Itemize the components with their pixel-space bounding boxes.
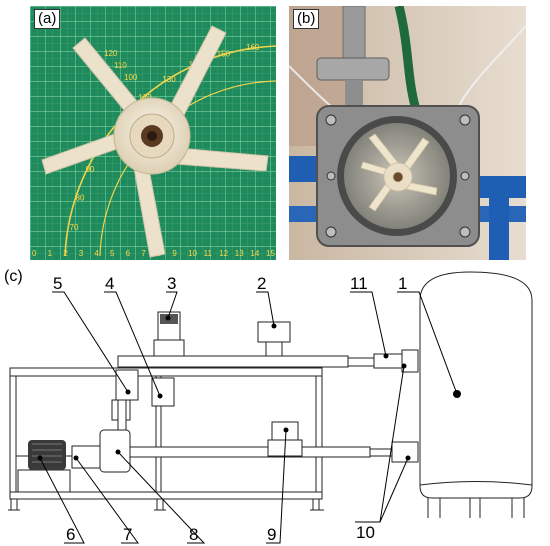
callout-6: 6 xyxy=(66,525,75,544)
ruler-bottom-tick-2: 2 xyxy=(63,249,68,258)
tank xyxy=(419,271,533,499)
motor-base xyxy=(17,469,71,493)
ruler-bottom-tick-4: 4 xyxy=(94,249,99,258)
impeller-photo-drawing: 0123456789101112131415 70809010011012013… xyxy=(30,6,276,260)
callout-4: 4 xyxy=(105,274,114,293)
callout-1: 1 xyxy=(398,274,407,293)
ruler-bottom-tick-9: 9 xyxy=(172,249,177,258)
ruler-bottom-tick-5: 5 xyxy=(110,249,115,258)
green-hose xyxy=(394,6,420,108)
pipe-flange xyxy=(316,57,390,81)
callout-3: 3 xyxy=(167,274,176,293)
ruler-bottom-tick-12: 12 xyxy=(219,249,228,258)
ruler-bottom-tick-14: 14 xyxy=(250,249,259,258)
callout-5: 5 xyxy=(53,274,62,293)
pump-8 xyxy=(99,429,131,473)
sight-glass-photo-drawing xyxy=(289,6,526,260)
sensor-5 xyxy=(115,369,139,401)
callout-9: 9 xyxy=(267,525,276,544)
ruler-arc-tick-5: 120 xyxy=(138,93,152,102)
ruler-bottom-tick-10: 10 xyxy=(188,249,197,258)
ruler-arc-tick-1: 80 xyxy=(76,194,85,203)
frame-top-rail xyxy=(9,367,323,377)
callout-8: 8 xyxy=(189,525,198,544)
ruler-bottom-tick-13: 13 xyxy=(235,249,244,258)
valve-11 xyxy=(373,353,405,369)
impeller xyxy=(41,25,269,258)
panel-label-c: (c) xyxy=(4,268,23,285)
panel-label-b: (b) xyxy=(293,9,320,29)
test-rig-schematic: 1 2 3 4 5 6 7 8 9 10 11 xyxy=(8,271,533,544)
lower-pipe xyxy=(129,446,371,458)
ruler-inner-tick-0: 120 xyxy=(104,49,118,58)
ruler-inner-tick-2: 100 xyxy=(124,73,138,82)
ruler-bottom-tick-15: 15 xyxy=(266,249,275,258)
sensor-4 xyxy=(151,377,175,407)
ruler-arc-tick-6: 130 xyxy=(162,75,176,84)
frame-bottom-rail xyxy=(9,491,323,500)
ruler-inner-tick-1: 110 xyxy=(114,61,127,70)
callout-10: 10 xyxy=(356,523,375,542)
callout-11: 11 xyxy=(350,274,368,293)
impeller-inside xyxy=(360,133,438,212)
ruler-bottom-tick-1: 1 xyxy=(48,249,53,258)
ruler-arc-tick-9: 160 xyxy=(246,43,260,52)
ruler-bottom-tick-7: 7 xyxy=(141,249,146,258)
ruler-arc-tick-8: 150 xyxy=(217,50,231,59)
callout-2: 2 xyxy=(257,274,266,293)
ruler-bottom-ticks: 0123456789101112131415 xyxy=(32,249,275,258)
callout-7: 7 xyxy=(123,525,132,544)
ruler-bottom-tick-0: 0 xyxy=(32,249,37,258)
housing-bolts xyxy=(325,114,471,238)
ruler-arc-tick-0: 70 xyxy=(70,223,79,232)
upper-pipe xyxy=(117,355,349,368)
frame-left-leg xyxy=(9,375,17,499)
ruler-arc-tick-2: 90 xyxy=(86,165,95,174)
leader-lines xyxy=(39,291,458,544)
ruler-bottom-tick-3: 3 xyxy=(79,249,84,258)
photo-impeller-on-mat: 0123456789101112131415 70809010011012013… xyxy=(30,6,276,260)
ruler-bottom-tick-11: 11 xyxy=(204,249,213,258)
valve-10-lower xyxy=(391,441,419,463)
frame-right-leg xyxy=(315,375,323,499)
ruler-bottom-tick-6: 6 xyxy=(126,249,131,258)
photo-sight-glass xyxy=(289,6,526,260)
panel-label-a: (a) xyxy=(34,9,61,29)
